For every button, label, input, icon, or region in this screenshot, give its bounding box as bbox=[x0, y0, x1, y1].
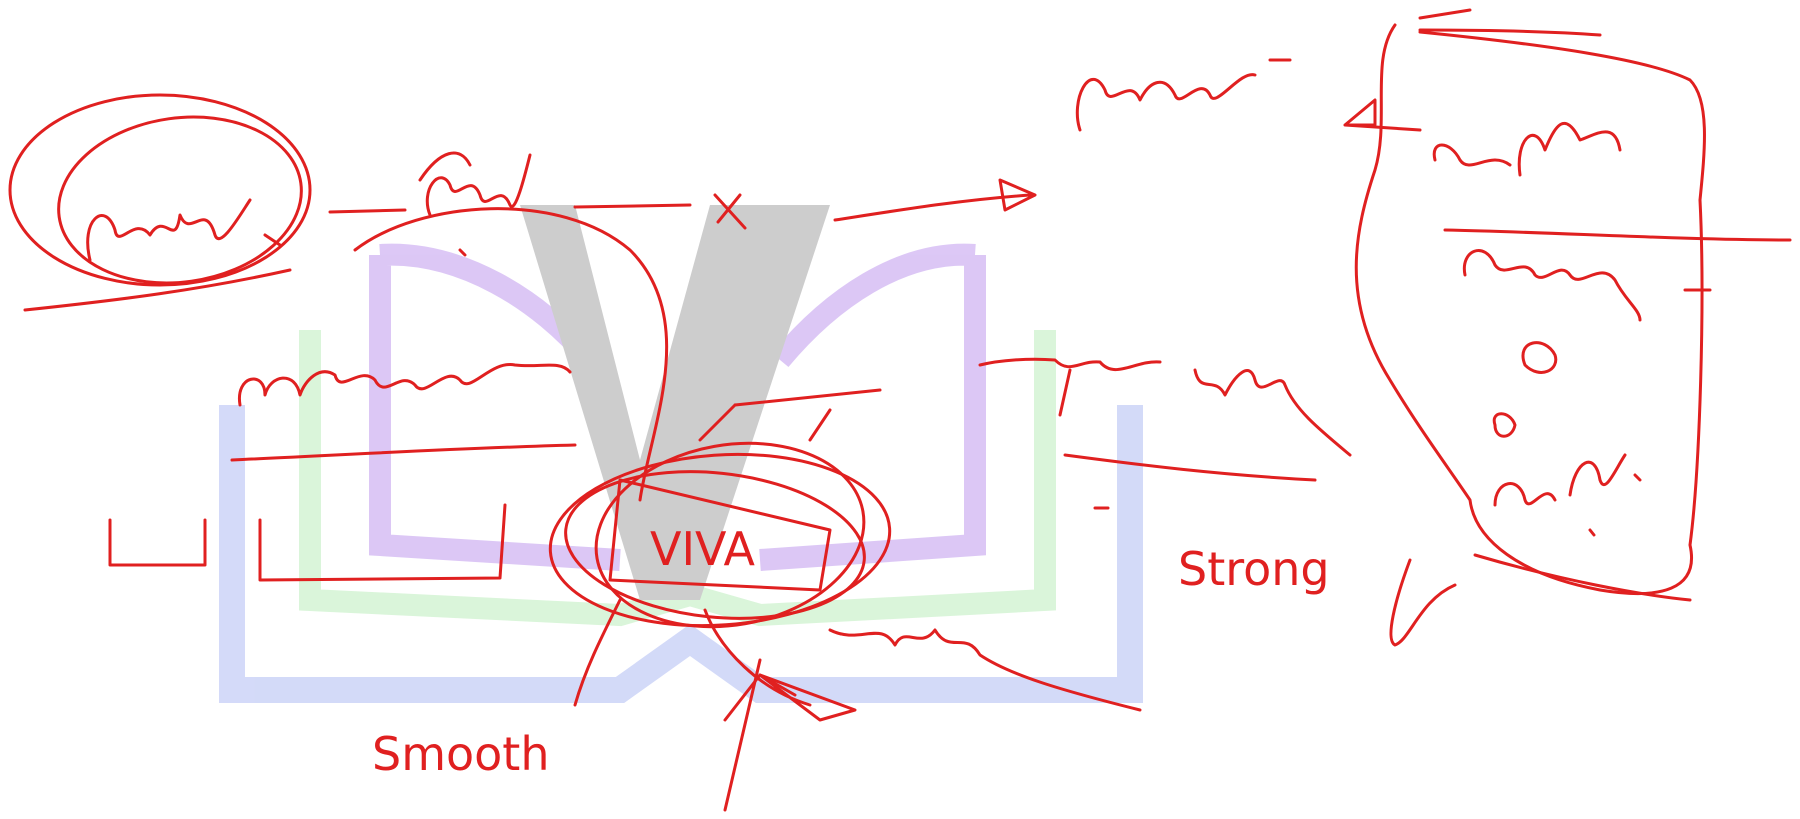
ink-arrow-up-cross bbox=[723, 673, 797, 722]
ink-box-right bbox=[1354, 23, 1706, 596]
ink-arrow-top bbox=[833, 178, 1037, 222]
ink-circle-topleft-inner bbox=[57, 115, 303, 285]
watermark-logo bbox=[219, 205, 1143, 703]
ink-bracket-left bbox=[258, 503, 507, 582]
ink-word-left-middle bbox=[237, 363, 572, 407]
ink-layer: VIVA Smooth Strong bbox=[8, 8, 1792, 812]
ink-bracket-far-left bbox=[108, 518, 207, 567]
ink-underline-right-middle bbox=[1063, 453, 1317, 482]
ink-strong-tail bbox=[1389, 558, 1457, 647]
ink-x-mark bbox=[713, 193, 747, 230]
ink-word-strong: Strong bbox=[1178, 542, 1330, 596]
ink-box-top-line bbox=[1418, 8, 1602, 37]
ink-box-line-1 bbox=[1432, 122, 1622, 177]
ink-word-viva: VIVA bbox=[650, 522, 756, 576]
ink-line-viva-up bbox=[698, 388, 882, 442]
ink-word-top-center bbox=[418, 151, 532, 257]
watermark-book-inner bbox=[369, 243, 986, 571]
ink-box-line-3 bbox=[1521, 341, 1558, 374]
ink-underline-topleft bbox=[23, 268, 292, 312]
ink-line-1 bbox=[328, 208, 407, 214]
ink-box-divider bbox=[1443, 228, 1792, 242]
ink-box-line-4 bbox=[1492, 412, 1517, 438]
ink-arrow-viva-down bbox=[703, 608, 857, 722]
ink-word-topleft bbox=[86, 198, 282, 262]
ink-line-viva-downleft bbox=[573, 598, 622, 707]
ink-viva-box bbox=[608, 478, 832, 592]
ink-circle-topleft-outer bbox=[8, 93, 312, 287]
ink-line-viva-down bbox=[723, 658, 762, 812]
ink-line-2 bbox=[573, 203, 692, 209]
ink-word-smooth: Smooth bbox=[372, 727, 550, 781]
watermark-book-outer bbox=[219, 405, 1143, 703]
ink-underline-left-middle bbox=[230, 443, 577, 462]
watermark-letter-v bbox=[520, 205, 830, 600]
ink-box-line-2 bbox=[1462, 249, 1642, 322]
ink-box-line-5 bbox=[1493, 453, 1642, 537]
ink-word-top-right bbox=[1075, 58, 1292, 132]
ink-viva-circle-3 bbox=[594, 441, 866, 629]
ink-word-right-middle bbox=[978, 357, 1352, 457]
ink-squiggle-bottom bbox=[828, 628, 1142, 712]
ink-curve-center bbox=[353, 207, 669, 502]
ink-box-bottom-line bbox=[1473, 553, 1692, 602]
